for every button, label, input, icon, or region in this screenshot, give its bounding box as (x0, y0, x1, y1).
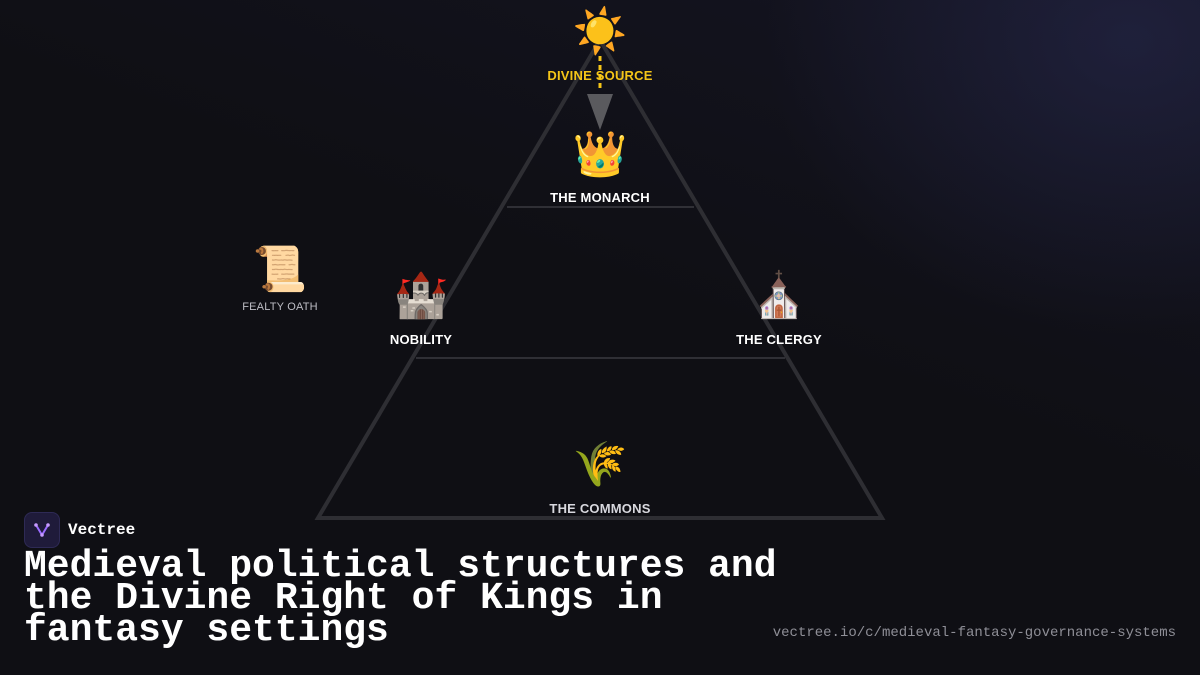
commons-label: THE COMMONS (549, 501, 651, 516)
sun-icon: ☀️ (572, 6, 628, 57)
divine-source-label: DIVINE SOURCE (547, 68, 653, 83)
divine-mandate-arrowhead (587, 94, 613, 130)
castle-icon: 🏰 (393, 270, 449, 321)
wheat-icon: 🌾 (572, 439, 628, 490)
clergy-label: THE CLERGY (736, 332, 822, 347)
source-url[interactable]: vectree.io/c/medieval-fantasy-governance… (772, 625, 1176, 641)
fealty-oath-label: FEALTY OATH (242, 301, 318, 313)
church-icon: ⛪ (751, 270, 807, 321)
page-title: Medieval political structures and the Di… (24, 545, 777, 652)
brand-name: Vectree (68, 521, 136, 539)
brand[interactable]: Vectree (24, 512, 135, 548)
vectree-logo-icon (24, 512, 60, 548)
monarch-label: THE MONARCH (550, 190, 650, 205)
pyramid-outline (314, 36, 886, 520)
nobility-label: NOBILITY (389, 332, 453, 347)
scroll-icon: 📜 (252, 244, 308, 295)
crown-icon: 👑 (572, 129, 628, 180)
